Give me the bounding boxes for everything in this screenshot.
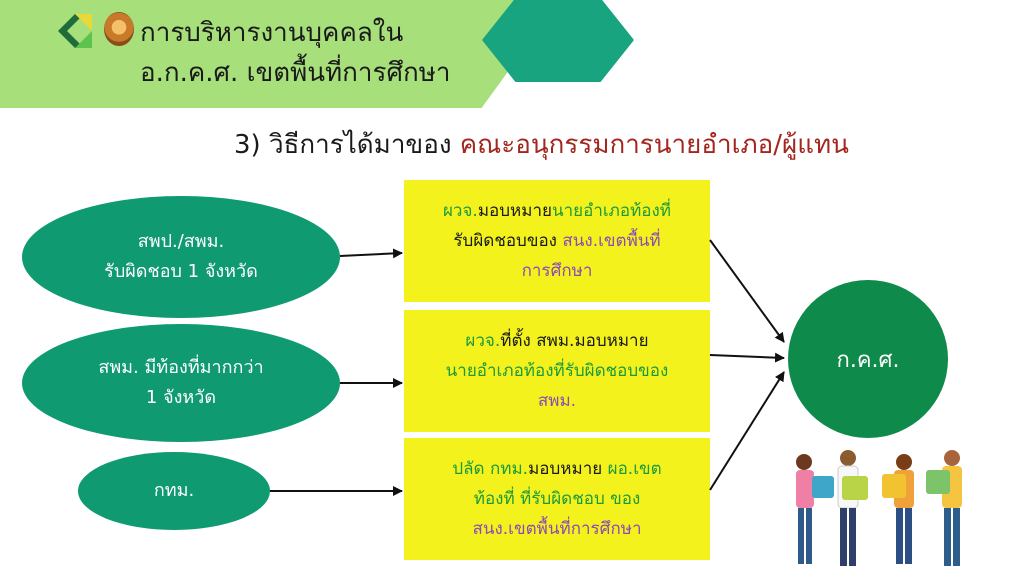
slide-subtitle: 3) วิธีการได้มาของ คณะอนุกรรมการนายอำเภอ… xyxy=(234,124,849,165)
box-3-line3: สนง.เขตพื้นที่การศึกษา xyxy=(472,519,642,539)
hexagon-decoration xyxy=(482,0,634,82)
box-1-line2: รับผิดชอบของ สนง.เขตพื้นที่ xyxy=(453,226,660,256)
box-1-l1b: มอบหมาย xyxy=(477,201,552,221)
box-3-l1b: มอบหมาย xyxy=(528,459,608,479)
header-title-line1: การบริหารงานบุคคลใน xyxy=(140,18,404,48)
source-2-line2: 1 จังหวัด xyxy=(145,387,217,408)
source-1-line1: สพป./สพม. xyxy=(137,231,225,252)
process-box-2: ผวจ.ที่ตั้ง สพม.มอบหมาย นายอำเภอท้องที่ร… xyxy=(404,310,710,432)
box-3-line2: ท้องที่ ที่รับผิดชอบ ของ xyxy=(473,489,641,509)
process-box-1: ผวจ.มอบหมายนายอำเภอท้องที่ รับผิดชอบของ … xyxy=(404,180,710,302)
box-1-l2a: รับผิดชอบของ xyxy=(453,231,563,251)
box-1-l1c: นายอำเภอท้องที่ xyxy=(551,201,672,221)
process-box-3: ปลัด กทม.มอบหมาย ผอ.เขต ท้องที่ ที่รับผิ… xyxy=(404,438,710,560)
people-puzzle-illustration xyxy=(796,450,962,566)
source-ellipse-2: สพม. มีท้องที่มากกว่า 1 จังหวัด xyxy=(22,324,340,442)
arrow-box3-target xyxy=(709,371,785,491)
box-1-line3: การศึกษา xyxy=(521,261,593,281)
box-1-line1: ผวจ.มอบหมายนายอำเภอท้องที่ xyxy=(443,196,671,226)
header-band xyxy=(0,0,560,108)
box-2-line1: ผวจ.ที่ตั้ง สพม.มอบหมาย xyxy=(465,326,648,356)
box-2-l1a: ผวจ. xyxy=(465,331,501,351)
box-1-l2b: สนง.เขตพื้นที่ xyxy=(562,231,661,251)
box-2-line3: สพม. xyxy=(537,391,577,411)
box-1-l1a: ผวจ. xyxy=(442,201,478,221)
chevron-logo-icon xyxy=(58,14,92,48)
source-ellipse-1: สพป./สพม. รับผิดชอบ 1 จังหวัด xyxy=(22,196,340,318)
header-title-line2: อ.ก.ค.ศ. เขตพื้นที่การศึกษา xyxy=(140,58,451,88)
box-3-l1c: ผอ.เขต xyxy=(607,459,662,479)
source-ellipse-3: กทม. xyxy=(78,452,270,530)
box-2-l1b: ที่ตั้ง สพม.มอบหมาย xyxy=(500,331,649,351)
source-3-line1: กทม. xyxy=(153,480,195,501)
subtitle-prefix: 3) วิธีการได้มาของ xyxy=(234,130,460,160)
arrow-box1-target xyxy=(709,239,785,343)
ministry-seal-icon xyxy=(104,12,134,46)
source-1-line2: รับผิดชอบ 1 จังหวัด xyxy=(104,261,258,282)
box-2-line2: นายอำเภอท้องที่รับผิดชอบของ xyxy=(445,361,669,381)
target-circle: ก.ค.ศ. xyxy=(788,280,948,438)
arrow-box2-target xyxy=(709,352,785,363)
subtitle-highlight: คณะอนุกรรมการนายอำเภอ/ผู้แทน xyxy=(459,130,849,160)
source-2-line1: สพม. มีท้องที่มากกว่า xyxy=(98,357,264,378)
box-3-l1a: ปลัด กทม. xyxy=(452,459,529,479)
box-3-line1: ปลัด กทม.มอบหมาย ผอ.เขต xyxy=(452,454,661,484)
arrow-source1-box1 xyxy=(339,248,403,259)
